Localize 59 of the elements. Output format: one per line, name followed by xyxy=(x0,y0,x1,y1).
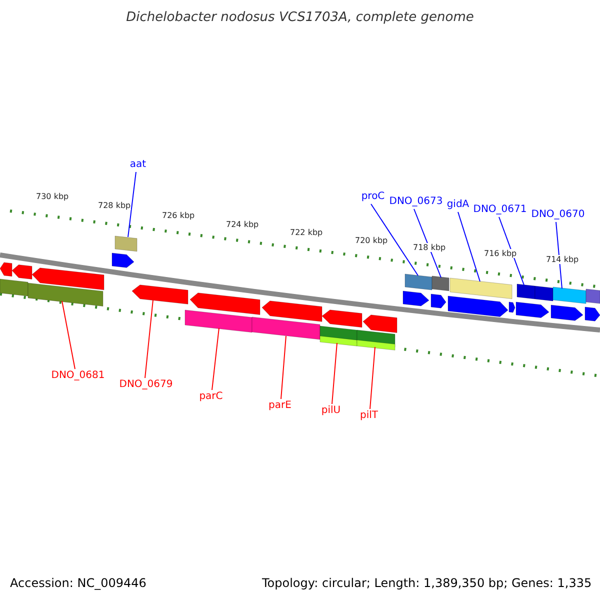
title: Dichelobacter nodosus VCS1703A, complete genome xyxy=(125,10,475,25)
leader-line xyxy=(212,328,220,390)
gene-feature xyxy=(114,236,138,252)
leader-line xyxy=(332,342,338,404)
gene-feature xyxy=(404,274,432,290)
gene-label: gidA xyxy=(446,199,470,211)
leader-line xyxy=(128,172,136,238)
gene-label: DNO_0670 xyxy=(531,209,585,221)
scale-label: 714 kbp xyxy=(546,255,579,264)
leader-line xyxy=(458,212,480,282)
gene-feature xyxy=(362,314,398,333)
gene-label: DNO_0681 xyxy=(51,370,105,382)
gene-feature xyxy=(356,340,396,350)
leader-line xyxy=(144,300,154,378)
gene-feature xyxy=(402,290,430,306)
scale-label: 726 kbp xyxy=(162,211,195,220)
gene-feature xyxy=(252,316,320,340)
footer-text: Topology: circular; Length: 1,389,350 bp; Genes: 1,335 xyxy=(262,576,592,590)
scale-label: 718 kbp xyxy=(413,243,446,252)
leader-line xyxy=(62,300,76,370)
gene-feature xyxy=(584,306,600,322)
gene-feature xyxy=(322,310,362,328)
scale-label: 720 kbp xyxy=(355,236,388,245)
gene-feature xyxy=(516,284,536,300)
gene-feature xyxy=(184,310,252,333)
gene-label: aat xyxy=(130,159,146,171)
scale-label: 730 kbp xyxy=(36,192,69,201)
gene-label: parC xyxy=(199,391,223,403)
gene-feature xyxy=(430,294,446,308)
gene-feature xyxy=(190,292,260,315)
gene-label: DNO_0671 xyxy=(473,204,527,216)
leader-line xyxy=(370,346,376,410)
gene-label: parE xyxy=(268,400,292,412)
leader-line xyxy=(556,222,562,289)
scale-label: 724 kbp xyxy=(226,220,259,229)
gene-feature xyxy=(0,262,12,277)
gene-feature xyxy=(450,278,512,300)
scale-label: 716 kbp xyxy=(484,249,517,258)
footer-text: Accession: NC_009446 xyxy=(10,576,146,590)
gene-feature xyxy=(552,286,586,304)
scale-label: 722 kbp xyxy=(290,228,323,237)
leader-line xyxy=(414,208,442,278)
gene-label: DNO_0679 xyxy=(119,379,173,391)
gene-label: pilT xyxy=(360,410,378,422)
leader-line xyxy=(370,204,418,276)
gene-label: DNO_0673 xyxy=(389,196,443,208)
leader-line xyxy=(498,216,524,286)
gene-label: proC xyxy=(361,191,385,203)
gene-feature xyxy=(262,300,322,322)
scale-label: 728 kbp xyxy=(98,201,131,210)
gene-feature xyxy=(534,286,554,302)
gene-feature xyxy=(0,278,28,296)
gene-label: pilU xyxy=(321,405,341,417)
gene-feature xyxy=(132,284,188,304)
gene-feature xyxy=(112,252,134,268)
gene-feature xyxy=(12,264,32,280)
gene-feature xyxy=(432,276,450,292)
leader-line xyxy=(280,336,286,400)
gene-feature xyxy=(320,336,358,346)
